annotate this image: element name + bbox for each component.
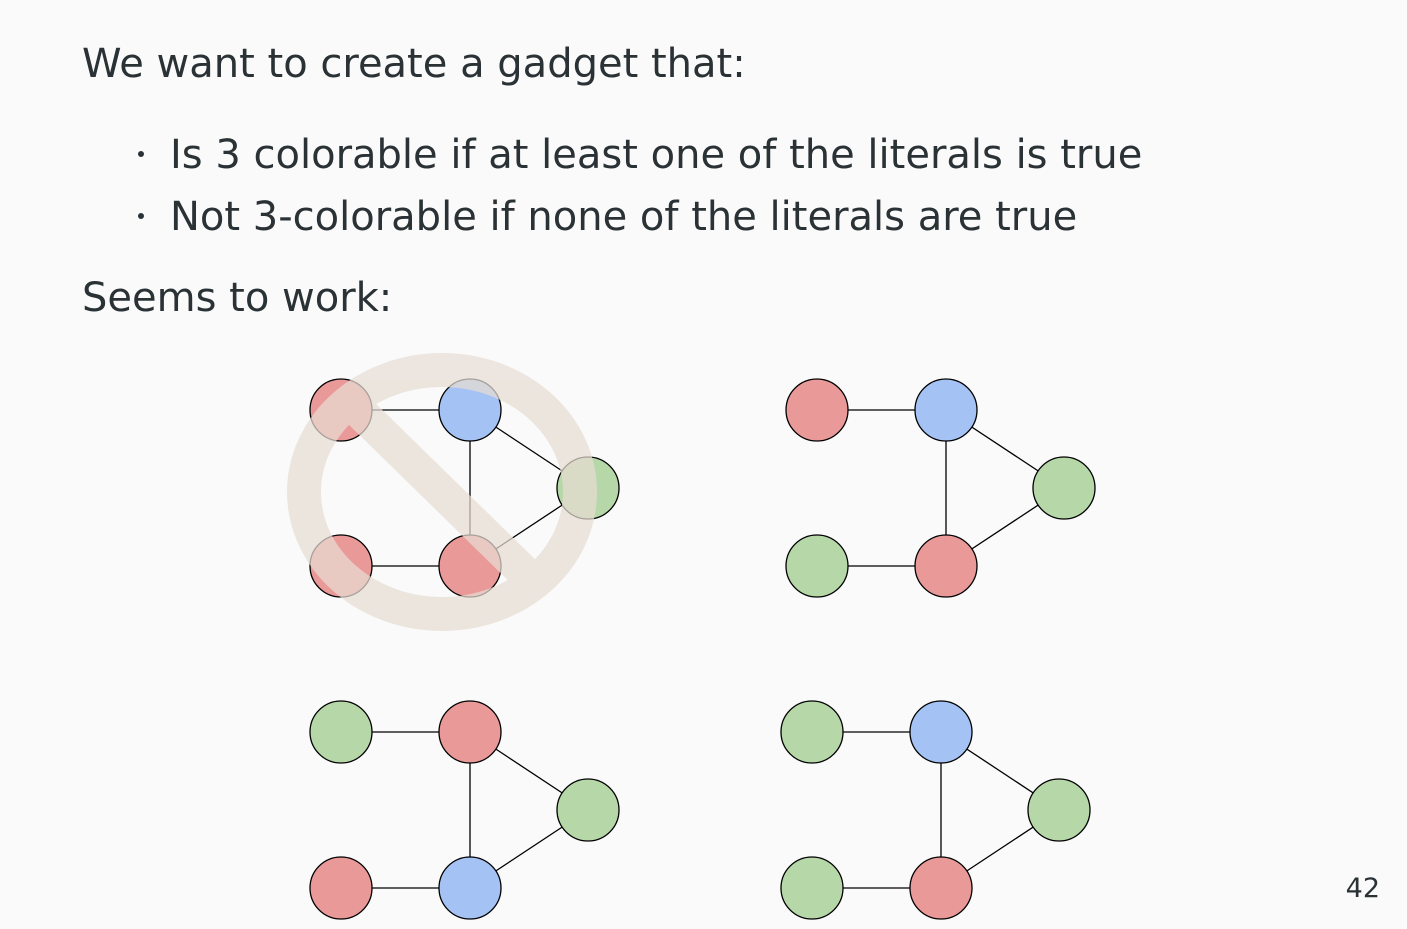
node-output-green — [1032, 456, 1096, 520]
node-literal-top-red — [785, 378, 849, 442]
node-literal-top-green — [309, 700, 373, 764]
bullet-text: Not 3-colorable if none of the literals … — [170, 194, 1078, 240]
prohibited-slash — [342, 393, 542, 591]
bullet-item: Is 3 colorable if at least one of the li… — [134, 124, 1142, 186]
gadget-bottom-left — [309, 700, 620, 920]
node-inner-bottom-blue — [438, 856, 502, 920]
node-inner-bottom-red — [914, 534, 978, 598]
bullet-dot-icon — [138, 151, 144, 157]
prohibited-sign-icon — [287, 353, 597, 631]
bullet-list: Is 3 colorable if at least one of the li… — [134, 124, 1142, 248]
node-output-green — [1027, 778, 1091, 842]
node-inner-top-red — [438, 700, 502, 764]
node-output-green — [556, 778, 620, 842]
gadget-top-right — [785, 378, 1096, 598]
bullet-text: Is 3 colorable if at least one of the li… — [170, 132, 1143, 178]
node-literal-bottom-red — [309, 856, 373, 920]
node-literal-top-green — [780, 700, 844, 764]
node-inner-top-blue — [909, 700, 973, 764]
prohibited-ring — [287, 353, 597, 631]
node-literal-bottom-green — [780, 856, 844, 920]
bullet-dot-icon — [138, 213, 144, 219]
node-inner-bottom-red — [909, 856, 973, 920]
node-inner-top-blue — [914, 378, 978, 442]
conclusion-text: Seems to work: — [82, 275, 393, 321]
gadget-bottom-right — [780, 700, 1091, 920]
page-number: 42 — [1345, 873, 1380, 904]
bullet-item: Not 3-colorable if none of the literals … — [134, 186, 1142, 248]
gadget-top-left — [287, 353, 620, 631]
intro-text: We want to create a gadget that: — [82, 41, 746, 87]
node-literal-bottom-green — [785, 534, 849, 598]
